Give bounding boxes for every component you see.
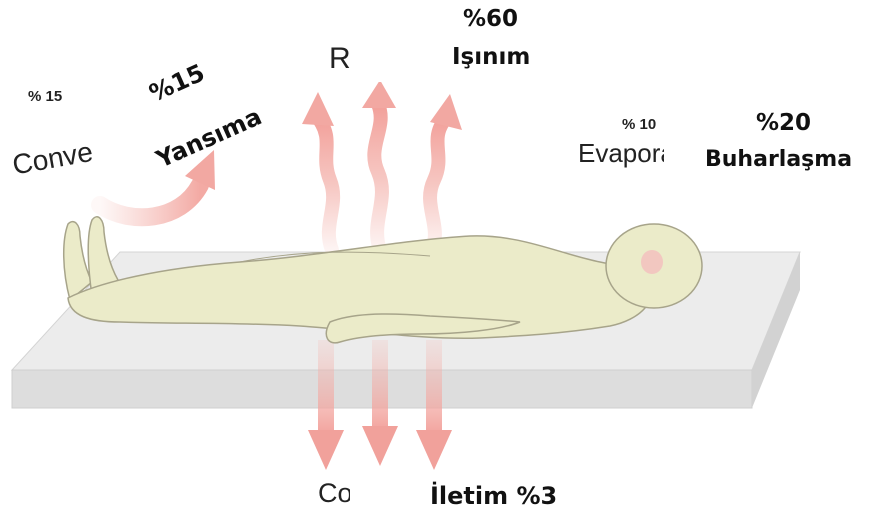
radiation-original-label: R (329, 42, 351, 76)
radiation-arrows (302, 80, 462, 250)
label-cover-radiation (344, 40, 444, 82)
evaporation-name: Buharlaşma (705, 147, 852, 172)
conduction-label: İletim %3 (430, 482, 557, 510)
conduction-original-label: Co (318, 478, 350, 509)
ear (641, 250, 663, 274)
evaporation-percent: %20 (756, 110, 811, 136)
evaporation-percent-label: % 10 (622, 116, 680, 133)
radiation-percent: %60 (463, 6, 518, 32)
evaporation-name-label: Evapora (578, 138, 664, 169)
conduction-arrows (308, 340, 452, 470)
radiation-name: Işınım (452, 44, 530, 70)
convection-percent-label: % 15 (28, 88, 62, 105)
